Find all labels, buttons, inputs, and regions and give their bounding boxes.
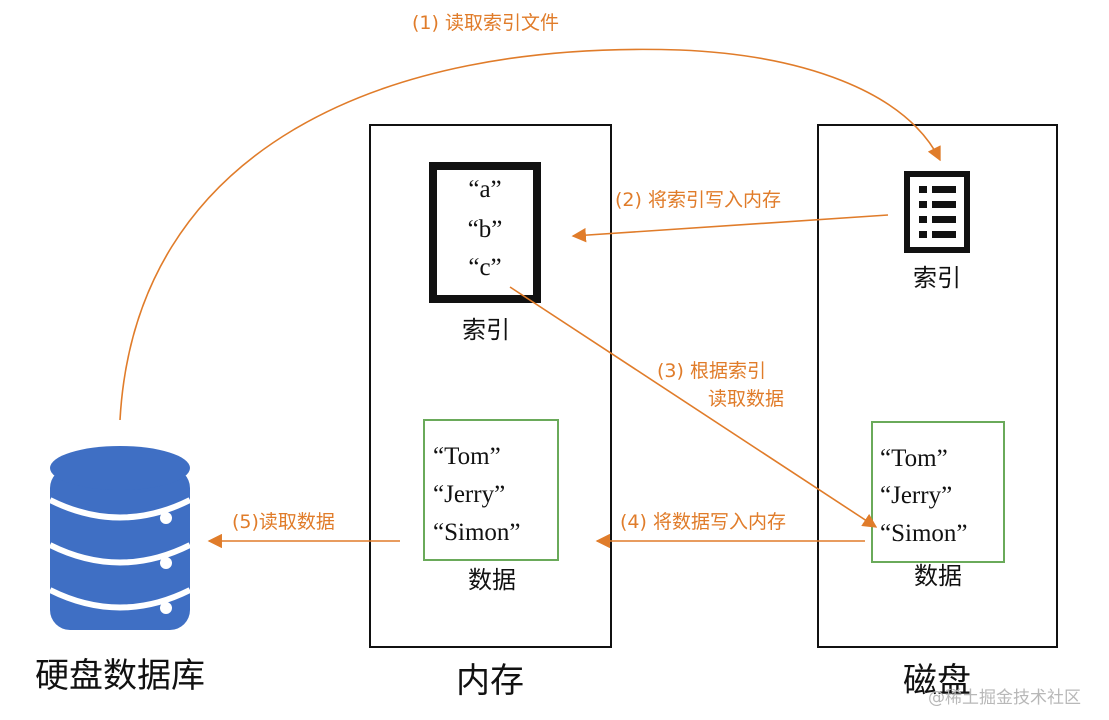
- memory-index-document: [429, 162, 541, 303]
- memory-data-item: “Jerry”: [433, 481, 505, 508]
- step-3-label-line1: (3) 根据索引: [657, 360, 766, 382]
- memory-index-item: “b”: [468, 216, 503, 243]
- watermark: @稀土掘金技术社区: [928, 688, 1081, 708]
- memory-index-item: “a”: [468, 176, 501, 203]
- arrow-index-to-memory: [571, 214, 889, 243]
- arrow-lookup-data: [509, 286, 878, 528]
- disk-box: [817, 124, 1058, 648]
- step-5-label: (5)读取数据: [232, 511, 335, 533]
- step-3-label-line2: 读取数据: [708, 388, 784, 410]
- memory-label: 内存: [456, 661, 524, 701]
- memory-index-label: 索引: [462, 316, 510, 344]
- disk-data-item: “Jerry”: [880, 482, 952, 509]
- list-document-icon: [904, 171, 970, 253]
- step-1-label: (1) 读取索引文件: [412, 12, 559, 34]
- step-2-label: (2) 将索引写入内存: [615, 189, 781, 211]
- memory-data-item: “Simon”: [433, 519, 521, 546]
- disk-data-label: 数据: [914, 562, 962, 590]
- disk-index-label: 索引: [913, 264, 961, 292]
- disk-data-box: [871, 421, 1005, 563]
- disk-data-item: “Simon”: [880, 520, 968, 547]
- memory-box: [369, 124, 612, 648]
- step-4-label: (4) 将数据写入内存: [620, 511, 786, 533]
- arrow-read-index-file: [119, 48, 941, 421]
- memory-data-item: “Tom”: [433, 443, 501, 470]
- memory-data-box: [423, 419, 559, 561]
- memory-data-label: 数据: [468, 566, 516, 594]
- disk-label: 磁盘: [903, 661, 971, 701]
- database-icon: [48, 446, 192, 630]
- disk-data-item: “Tom”: [880, 445, 948, 472]
- database-label: 硬盘数据库: [35, 656, 205, 696]
- memory-index-item: “c”: [468, 254, 501, 281]
